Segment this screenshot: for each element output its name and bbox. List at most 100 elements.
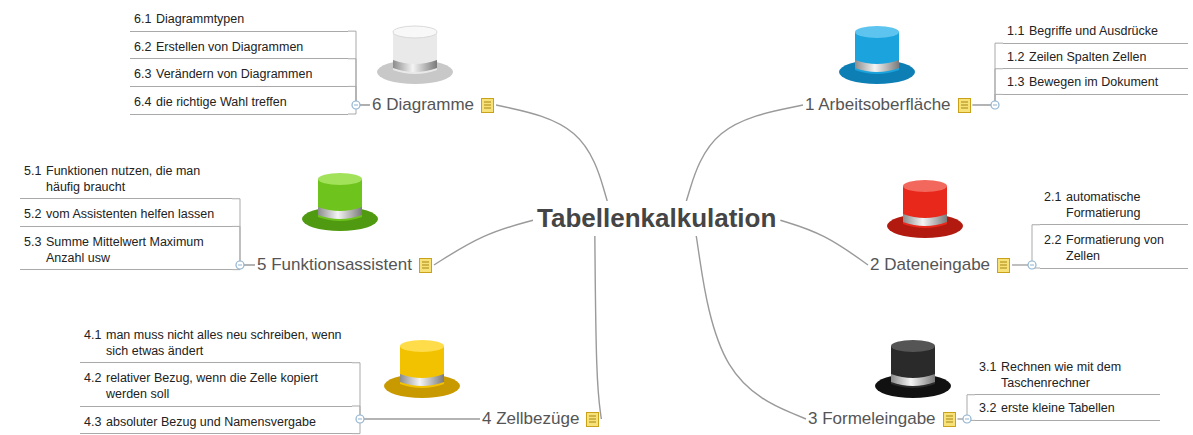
topic-label: Diagrammtypen: [156, 12, 344, 28]
bracket-line: [232, 226, 255, 265]
yellow-hat: [384, 340, 460, 398]
sub-topic: 6.2Erstellen von Diagrammen: [130, 38, 348, 60]
note-icon: [943, 412, 956, 427]
topic-label: 1 Arbeitsoberfläche: [805, 95, 951, 115]
item-number: 2.1: [1044, 190, 1066, 206]
topic-label: Tabellenkalkulation: [537, 203, 776, 233]
item-number: 6.1: [134, 12, 156, 28]
item-number: 3.2: [979, 401, 1001, 417]
item-number: 5.3: [24, 235, 46, 251]
branch-line: [496, 105, 607, 201]
bracket-line: [352, 406, 480, 419]
bracket-line: [348, 59, 370, 105]
item-number: 6.4: [134, 95, 156, 111]
sub-topic: 5.1Funktionen nutzen, die man häufig bra…: [20, 162, 232, 199]
bracket-line: [352, 419, 480, 434]
bracket-line: [232, 199, 255, 265]
main-topic: 1 Arbeitsoberfläche: [803, 94, 973, 116]
topic-label: 4 Zellbezüge: [482, 409, 579, 429]
red-hat: [887, 180, 963, 238]
topic-label: Rechnen wie mit dem Taschenrechner: [1001, 360, 1156, 391]
branch-line: [434, 220, 533, 265]
collapse-icon-bar: [965, 419, 969, 420]
topic-label: erste kleine Tabellen: [1001, 401, 1156, 417]
main-topic: 3 Formeleingabe: [806, 408, 958, 430]
collapse-icon: [963, 415, 971, 423]
branch-line: [780, 220, 868, 265]
topic-label: Begriffe und Ausdrücke: [1029, 24, 1184, 40]
collapse-icon: [1028, 261, 1036, 269]
sub-topic: 4.3absoluter Bezug und Namensvergabe: [80, 413, 352, 435]
main-topic: 6 Diagramme: [370, 94, 496, 116]
sub-topic: 6.4die richtige Wahl treffen: [130, 93, 348, 115]
item-number: 4.1: [84, 328, 106, 344]
sub-topic: 4.1man muss nicht alles neu schreiben, w…: [80, 326, 352, 363]
main-topic: 4 Zellbezüge: [480, 408, 601, 430]
topic-label: man muss nicht alles neu schreiben, wenn…: [106, 328, 348, 359]
item-number: 5.1: [24, 164, 46, 180]
note-icon: [958, 98, 971, 113]
note-icon: [481, 98, 494, 113]
collapse-icon: [352, 101, 360, 109]
sub-topic: 4.2relativer Bezug, wenn die Zelle kopie…: [80, 369, 352, 406]
blue-hat: [839, 26, 915, 84]
topic-label: Erstellen von Diagrammen: [156, 40, 344, 56]
note-icon: [997, 258, 1010, 273]
item-number: 2.2: [1044, 233, 1066, 249]
item-number: 6.2: [134, 40, 156, 56]
topic-label: Funktionen nutzen, die man häufig brauch…: [46, 164, 228, 195]
sub-topic: 1.1Begriffe und Ausdrücke: [1003, 22, 1188, 44]
item-number: 1.2: [1007, 50, 1029, 66]
sub-topic: 1.2Zeilen Spalten Zellen: [1003, 48, 1188, 70]
main-topic: 5 Funktionsassistent: [255, 254, 434, 276]
topic-label: 5 Funktionsassistent: [257, 255, 412, 275]
sub-topic: 2.2Formatierung von Zellen: [1040, 231, 1188, 268]
item-number: 1.3: [1007, 75, 1029, 91]
topic-label: automatische Formatierung: [1066, 190, 1184, 221]
collapse-icon-bar: [993, 105, 997, 106]
sub-topic: 3.1Rechnen wie mit dem Taschenrechner: [975, 358, 1160, 395]
collapse-icon-bar: [1030, 265, 1034, 266]
topic-label: absoluter Bezug und Namensvergabe: [106, 415, 348, 431]
topic-label: vom Assistenten helfen lassen: [46, 207, 228, 223]
topic-label: Formatierung von Zellen: [1066, 233, 1184, 264]
collapse-icon-bar: [354, 105, 358, 106]
topic-label: Summe Mittelwert Maximum Anzahl usw: [46, 235, 228, 266]
item-number: 3.1: [979, 360, 1001, 376]
collapse-icon-bar: [238, 265, 242, 266]
sub-topic: 2.1automatische Formatierung: [1040, 188, 1188, 225]
white-hat: [377, 26, 453, 84]
item-number: 1.1: [1007, 24, 1029, 40]
topic-label: 2 Dateneingabe: [870, 255, 990, 275]
item-number: 4.3: [84, 415, 106, 431]
sub-topic: 5.3Summe Mittelwert Maximum Anzahl usw: [20, 233, 232, 270]
collapse-icon: [356, 415, 364, 423]
bracket-line: [348, 31, 370, 105]
note-icon: [586, 412, 599, 427]
topic-label: Verändern von Diagrammen: [156, 67, 344, 83]
branch-line: [595, 236, 602, 419]
main-topic: 2 Dateneingabe: [868, 254, 1012, 276]
item-number: 5.2: [24, 207, 46, 223]
collapse-icon: [991, 101, 999, 109]
sub-topic: 1.3Bewegen im Dokument: [1003, 73, 1188, 95]
topic-label: 6 Diagramme: [372, 95, 474, 115]
branch-line: [696, 236, 806, 419]
collapse-icon: [236, 261, 244, 269]
topic-label: Bewegen im Dokument: [1029, 75, 1184, 91]
bracket-line: [973, 43, 1003, 105]
green-hat: [302, 173, 378, 231]
topic-label: 3 Formeleingabe: [808, 409, 936, 429]
item-number: 6.3: [134, 67, 156, 83]
sub-topic: 6.3Verändern von Diagrammen: [130, 65, 348, 87]
bracket-line: [973, 69, 1003, 105]
sub-topic: 3.2erste kleine Tabellen: [975, 399, 1160, 421]
item-number: 4.2: [84, 371, 106, 387]
black-hat: [875, 340, 951, 398]
bracket-line: [1012, 225, 1040, 265]
collapse-icon-bar: [358, 419, 362, 420]
sub-topic: 6.1Diagrammtypen: [130, 10, 348, 32]
topic-label: die richtige Wahl treffen: [156, 95, 344, 111]
central-topic: Tabellenkalkulation: [533, 201, 780, 236]
